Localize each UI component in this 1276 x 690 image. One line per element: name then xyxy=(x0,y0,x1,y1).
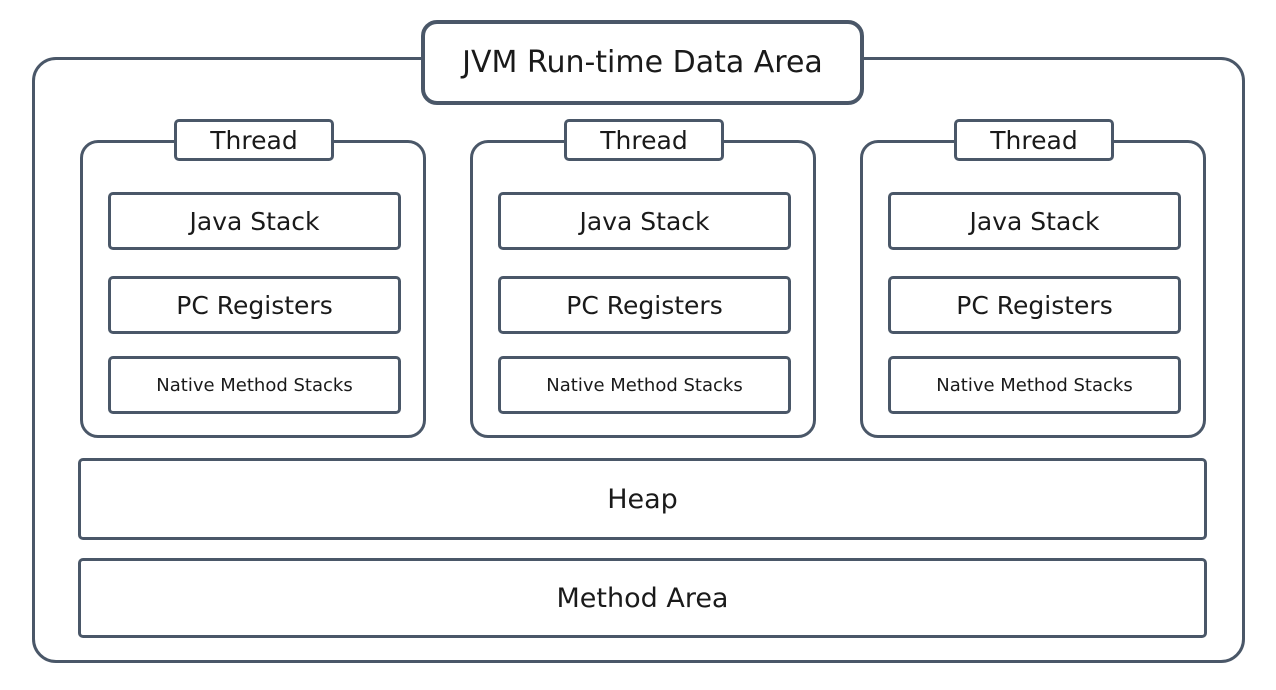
pc-registers-label-2: PC Registers xyxy=(566,290,723,320)
java-stack-label-3: Java Stack xyxy=(969,206,1100,236)
native-method-stacks-box-2: Native Method Stacks xyxy=(498,356,791,414)
diagram-title-label: JVM Run-time Data Area xyxy=(462,45,823,80)
pc-registers-label-1: PC Registers xyxy=(176,290,333,320)
native-method-stacks-label-2: Native Method Stacks xyxy=(546,374,743,396)
native-method-stacks-box-1: Native Method Stacks xyxy=(108,356,401,414)
heap-label: Heap xyxy=(607,483,678,515)
thread-label-box-2: Thread xyxy=(564,119,724,161)
native-method-stacks-label-3: Native Method Stacks xyxy=(936,374,1133,396)
java-stack-box-1: Java Stack xyxy=(108,192,401,250)
native-method-stacks-label-1: Native Method Stacks xyxy=(156,374,353,396)
java-stack-box-3: Java Stack xyxy=(888,192,1181,250)
thread-label-text-3: Thread xyxy=(990,125,1078,155)
pc-registers-box-2: PC Registers xyxy=(498,276,791,334)
heap-box: Heap xyxy=(78,458,1207,540)
thread-label-box-1: Thread xyxy=(174,119,334,161)
java-stack-box-2: Java Stack xyxy=(498,192,791,250)
java-stack-label-1: Java Stack xyxy=(189,206,320,236)
thread-label-text-1: Thread xyxy=(210,125,298,155)
native-method-stacks-box-3: Native Method Stacks xyxy=(888,356,1181,414)
diagram-title-box: JVM Run-time Data Area xyxy=(421,20,864,105)
thread-label-text-2: Thread xyxy=(600,125,688,155)
method-area-label: Method Area xyxy=(556,582,729,614)
pc-registers-label-3: PC Registers xyxy=(956,290,1113,320)
java-stack-label-2: Java Stack xyxy=(579,206,710,236)
pc-registers-box-1: PC Registers xyxy=(108,276,401,334)
method-area-box: Method Area xyxy=(78,558,1207,638)
thread-label-box-3: Thread xyxy=(954,119,1114,161)
pc-registers-box-3: PC Registers xyxy=(888,276,1181,334)
